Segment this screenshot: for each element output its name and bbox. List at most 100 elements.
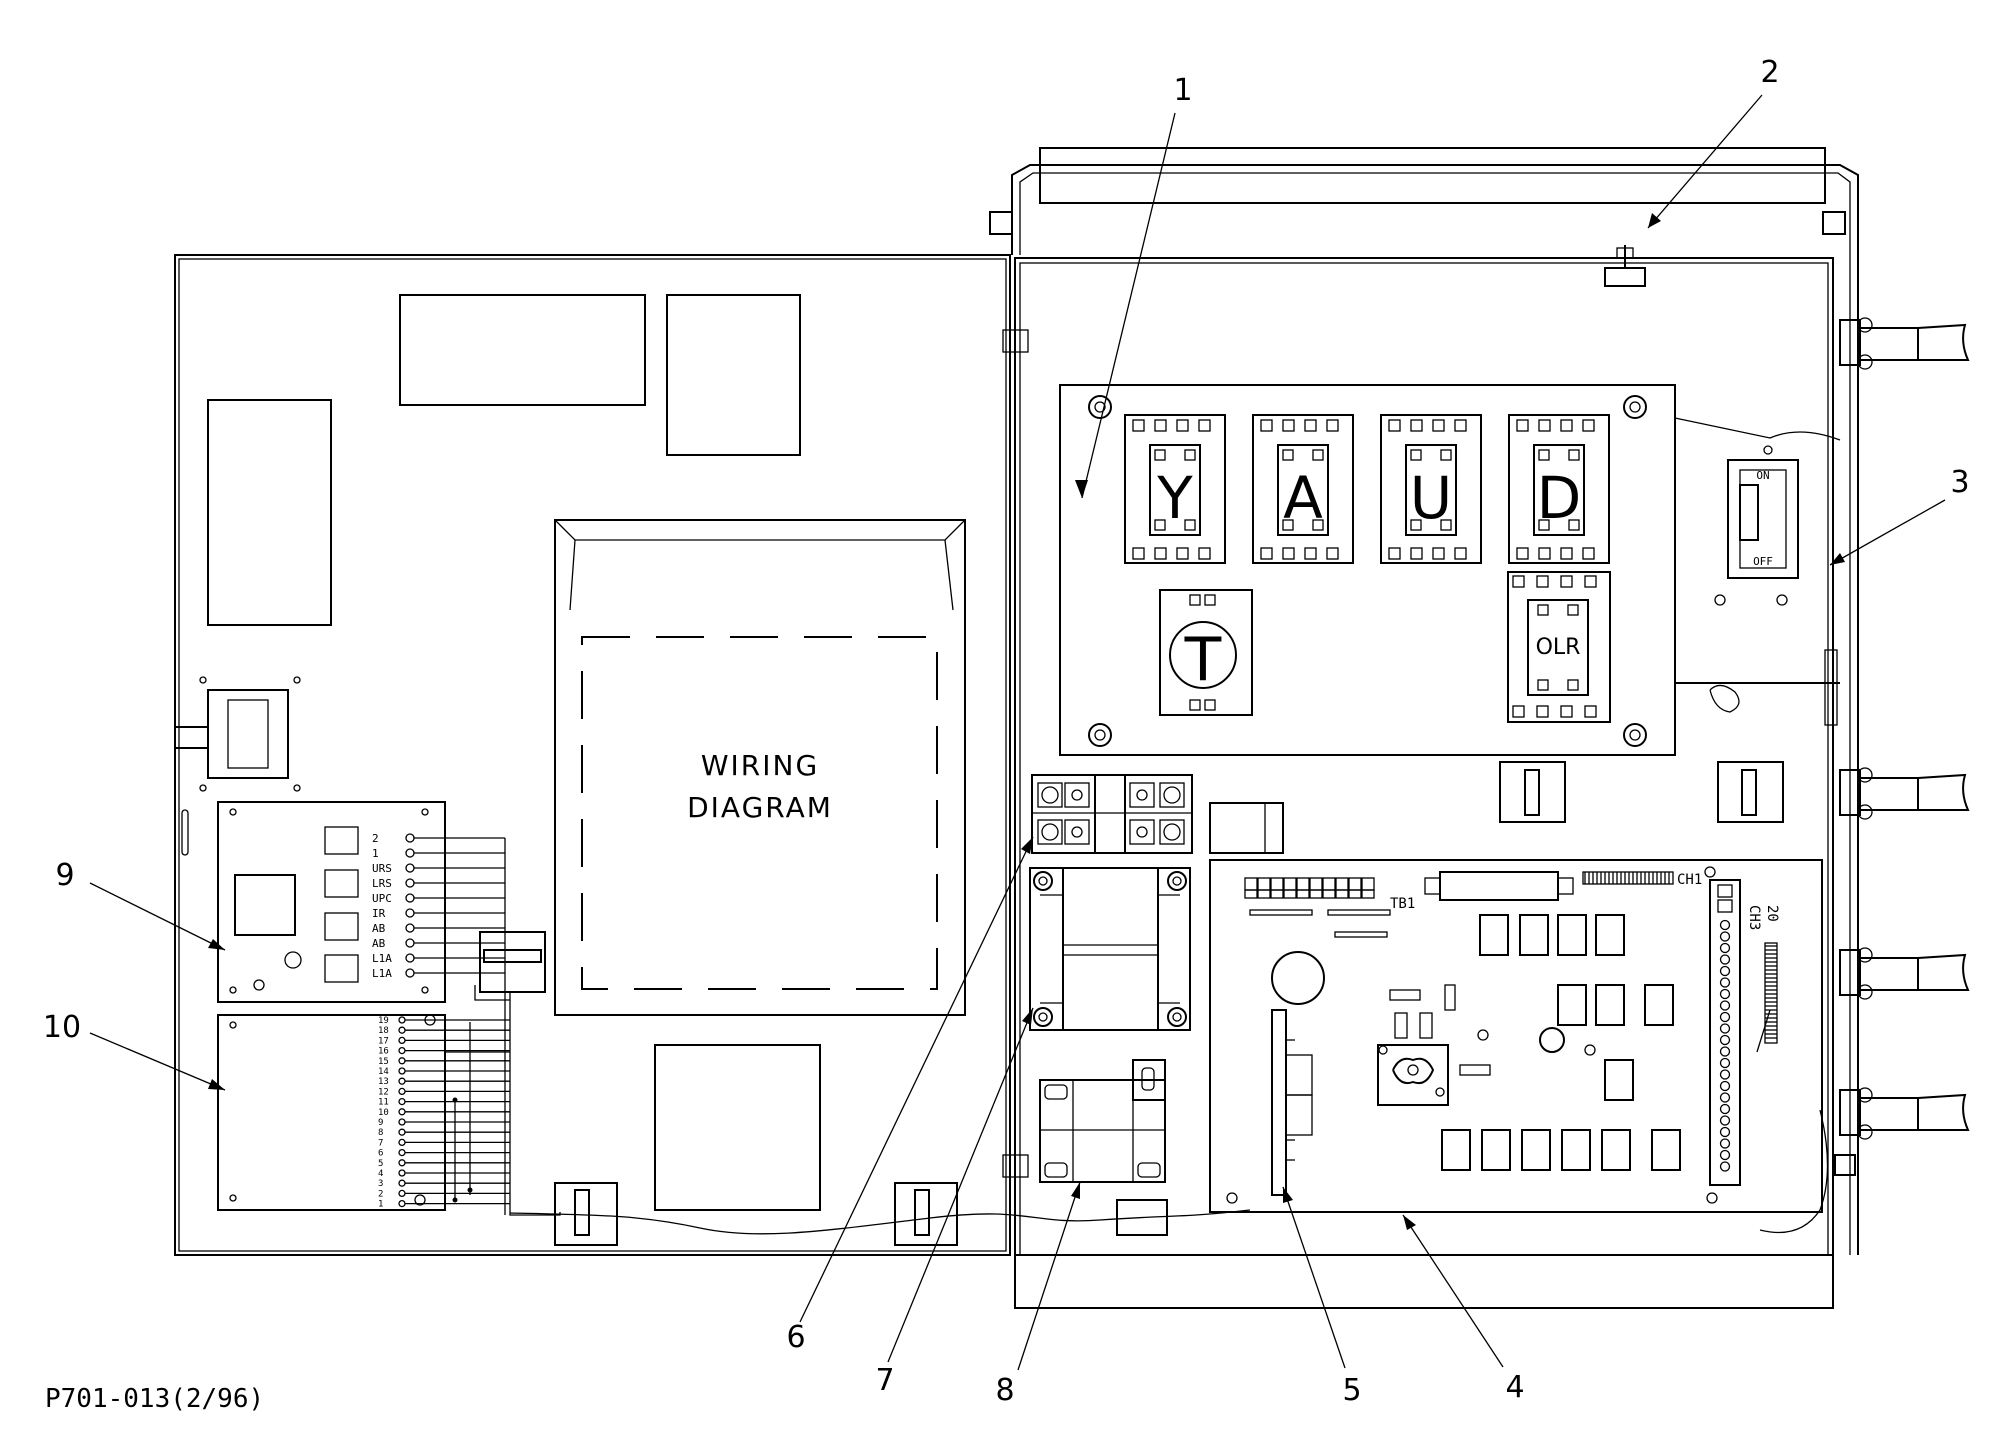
terminal-10-label: 13 — [378, 1077, 389, 1087]
drawing-code: P701-013(2/96) — [45, 1384, 264, 1414]
terminal-9-screw — [405, 878, 415, 888]
svg-text:Y: Y — [1156, 464, 1193, 532]
door-hinge-left — [175, 676, 301, 856]
fuse-holder — [1039, 1059, 1166, 1183]
callout-2: 2 — [1760, 55, 1779, 90]
terminal-9-screw — [405, 863, 415, 873]
callout-leaders — [89, 94, 1946, 1371]
overload-relay-olr: OLR — [1507, 571, 1611, 723]
svg-text:TB1: TB1 — [1390, 896, 1415, 912]
callout-1: 1 — [1173, 73, 1192, 108]
callout-4: 4 — [1505, 1370, 1524, 1405]
card-edge-connector — [1271, 1009, 1313, 1196]
svg-text:ON: ON — [1756, 469, 1769, 482]
terminal-10-label: 1 — [378, 1200, 383, 1210]
terminal-9-label: L1A — [372, 952, 392, 965]
terminal-9-screw — [405, 908, 415, 918]
terminal-9-screw — [405, 893, 415, 903]
terminal-10-screw — [398, 1067, 406, 1075]
terminal-10-label: 11 — [378, 1098, 389, 1108]
capacitor — [1209, 802, 1284, 854]
terminal-10-label: 19 — [378, 1016, 389, 1026]
terminal-10-label: 16 — [378, 1047, 389, 1057]
terminal-10-screw — [398, 1016, 406, 1024]
terminal-10-label: 10 — [378, 1108, 389, 1118]
door-small-relay — [479, 931, 546, 993]
door-label-plate-4 — [654, 1044, 821, 1211]
terminal-9-label: AB — [372, 937, 386, 950]
terminal-9-label: LRS — [372, 877, 392, 890]
terminal-10-label: 9 — [378, 1118, 383, 1128]
terminal-9-screw — [405, 848, 415, 858]
relay-u: U — [1380, 414, 1482, 564]
terminal-9-label: IR — [372, 907, 386, 920]
door-label-plate-2 — [666, 294, 801, 456]
circuit-board: TB1 CH1 CH3 20 — [1209, 859, 1823, 1213]
callout-6: 6 — [786, 1320, 805, 1355]
terminal-10-screw — [398, 1159, 406, 1167]
conduit-fittings — [1834, 317, 1970, 1176]
ground-lug — [1604, 245, 1646, 287]
callout-3: 3 — [1950, 465, 1969, 500]
terminal-9-screw — [405, 968, 415, 978]
terminal-10-label: 14 — [378, 1067, 389, 1077]
terminal-10-screw — [398, 1128, 406, 1136]
terminal-10-screw — [398, 1148, 406, 1157]
terminal-10-label: 5 — [378, 1159, 383, 1169]
door-label-plate-3 — [207, 399, 332, 626]
terminal-10-label: 6 — [378, 1149, 383, 1159]
terminal-10-screw — [398, 1097, 406, 1106]
relay-d: D — [1508, 414, 1610, 564]
terminal-10-screw — [398, 1118, 406, 1126]
terminal-10-screw — [398, 1179, 406, 1187]
relay-a: A — [1252, 414, 1354, 564]
terminal-9-label: URS — [372, 862, 392, 875]
terminal-10-label: 7 — [378, 1138, 383, 1148]
svg-text:OFF: OFF — [1753, 555, 1773, 568]
terminal-10-label: 4 — [378, 1169, 383, 1179]
terminal-block — [1031, 774, 1193, 854]
terminal-10-screw — [398, 1026, 406, 1034]
terminal-10-label: 18 — [378, 1026, 389, 1036]
terminal-9-screw — [405, 833, 415, 843]
terminal-10-screw — [398, 1036, 406, 1045]
terminal-10-screw — [398, 1189, 406, 1198]
svg-text:D: D — [1537, 464, 1582, 532]
svg-text:OLR: OLR — [1536, 635, 1581, 660]
terminal-9-screw — [405, 923, 415, 933]
door-cable-clamp-1 — [554, 1182, 618, 1246]
terminal-10-screw — [398, 1138, 406, 1147]
door-label-plate-1 — [399, 294, 646, 406]
wiring-label-line1: WIRING — [701, 749, 819, 782]
ground-block — [1116, 1199, 1168, 1236]
callout-9: 9 — [55, 858, 74, 893]
svg-text:20: 20 — [1764, 905, 1780, 922]
svg-text:CH1: CH1 — [1677, 872, 1702, 888]
terminal-9-label: AB — [372, 922, 386, 935]
terminal-9-label: 1 — [372, 847, 379, 860]
terminal-9-screw — [405, 938, 415, 948]
wiring-diagram-pocket: WIRING DIAGRAM — [554, 519, 966, 1016]
terminal-9-label: UPC — [372, 892, 392, 905]
terminal-9-screw — [405, 953, 415, 963]
svg-text:T: T — [1184, 625, 1222, 695]
disconnect-switch: ON OFF — [1674, 417, 1841, 726]
callout-10: 10 — [43, 1010, 81, 1045]
terminal-10-label: 3 — [378, 1179, 383, 1189]
timer-relay-t: T — [1159, 589, 1253, 716]
callout-5: 5 — [1342, 1373, 1361, 1408]
wiring-label-line2: DIAGRAM — [687, 791, 833, 824]
terminal-10-screw — [398, 1169, 406, 1177]
terminal-9-label: 2 — [372, 832, 379, 845]
terminal-10-label: 12 — [378, 1087, 389, 1097]
terminal-10-label: 17 — [378, 1036, 389, 1046]
terminal-10-label: 15 — [378, 1057, 389, 1067]
terminal-9-label: L1A — [372, 967, 392, 980]
terminal-10-screw — [398, 1046, 406, 1055]
